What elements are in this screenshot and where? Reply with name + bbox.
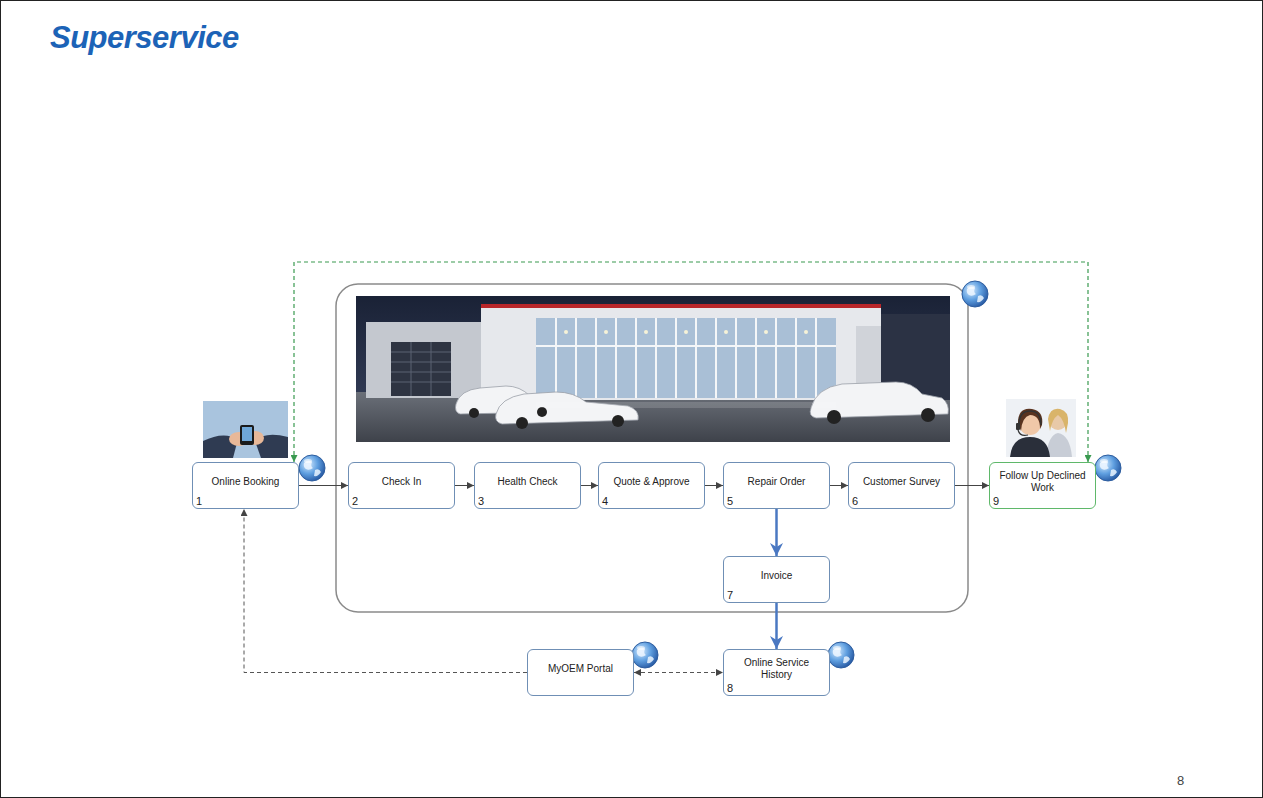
web-globe-icon [960, 279, 990, 309]
box-label: Online Booking [212, 476, 280, 488]
process-box: Check In 2 [348, 462, 455, 509]
step-number: 8 [727, 682, 733, 694]
step-number: 3 [478, 495, 484, 507]
flow-connector [455, 485, 474, 486]
web-globe-icon [1093, 453, 1123, 483]
step-number: 5 [727, 495, 733, 507]
process-box: Follow Up Declined Work9 [989, 462, 1096, 509]
flow-connector [634, 672, 723, 673]
process-box: Online Booking 1 [192, 462, 299, 509]
step-number: 7 [727, 589, 733, 601]
box-label: MyOEM Portal [548, 663, 613, 675]
box-label: Follow Up Declined Work [997, 470, 1088, 494]
flow-connector [955, 485, 989, 486]
process-box: Online Service History8 [723, 649, 830, 696]
flow-connector [775, 509, 778, 556]
agent-photo [1006, 399, 1076, 457]
logo-title: Superservice [50, 20, 239, 56]
flow-connector [775, 603, 778, 649]
step-number: 9 [993, 495, 999, 507]
step-number: 4 [602, 495, 608, 507]
box-label: Health Check [497, 476, 557, 488]
flow-connector [705, 485, 723, 486]
flow-connector [294, 262, 1088, 462]
box-label: Customer Survey [863, 476, 940, 488]
process-box: MyOEM Portal [527, 649, 634, 696]
web-globe-icon [826, 640, 856, 670]
process-box: Customer Survey 6 [848, 462, 955, 509]
page-number: 8 [1177, 773, 1184, 788]
box-label: Check In [382, 476, 421, 488]
process-box: Invoice 7 [723, 556, 830, 603]
process-box: Quote & Approve 4 [598, 462, 705, 509]
flow-connector [581, 485, 598, 486]
step-number: 2 [352, 495, 358, 507]
process-box: Repair Order 5 [723, 462, 830, 509]
flow-connector [299, 485, 348, 486]
flow-connector [244, 509, 527, 673]
web-globe-icon [630, 640, 660, 670]
customer-photo [203, 401, 288, 458]
step-number: 1 [196, 495, 202, 507]
process-box: Health Check 3 [474, 462, 581, 509]
step-number: 6 [852, 495, 858, 507]
box-label: Invoice [761, 570, 793, 582]
web-globe-icon [297, 453, 327, 483]
box-label: Quote & Approve [613, 476, 689, 488]
flow-connector [830, 485, 848, 486]
box-label: Online Service History [731, 657, 822, 681]
dealership-photo [356, 296, 950, 442]
box-label: Repair Order [748, 476, 806, 488]
